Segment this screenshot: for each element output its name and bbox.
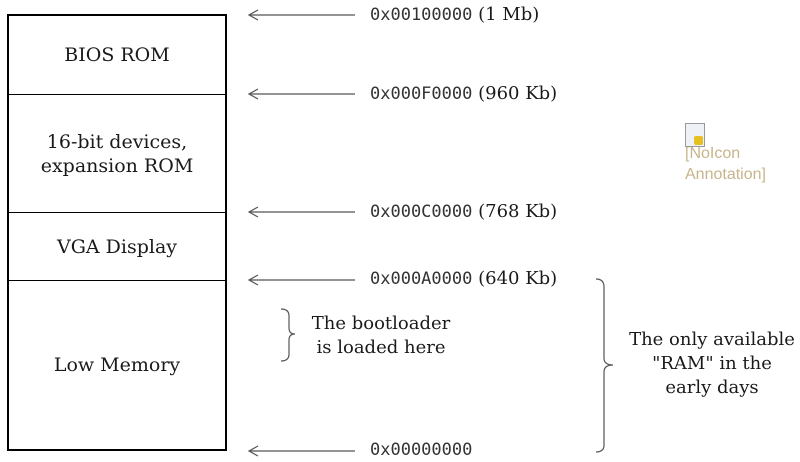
ram-brace [595,278,614,453]
region-label: Low Memory [53,354,181,376]
region-bios-rom: BIOS ROM [9,16,225,95]
broken-image: [NoIcon Annotation] [685,123,795,185]
address-label: 0x000A0000 (640 Kb) [370,267,557,291]
address-hex: 0x000A0000 [370,269,473,289]
address-size: (640 Kb) [478,268,558,289]
address-arrow [247,274,355,286]
ram-note: The only available "RAM" in the early da… [629,329,795,398]
address-label: 0x00000000 [370,438,472,462]
region-label: VGA Display [56,235,178,258]
region-label: BIOS ROM [64,44,170,66]
address-size: (768 Kb) [478,201,558,222]
bootloader-note: The bootloader is loaded here [311,313,451,358]
address-size: (1 Mb) [478,4,540,25]
address-hex: 0x000F0000 [370,84,473,104]
address-hex: 0x00000000 [370,440,473,460]
address-arrow [247,206,355,218]
region-16bit-devices: 16-bit devices, expansion ROM [9,95,225,213]
memory-map-box: BIOS ROM 16-bit devices, expansion ROM V… [7,14,227,451]
address-arrow [247,445,355,457]
address-label: 0x000F0000 (960 Kb) [370,82,557,106]
address-size: (960 Kb) [478,83,558,104]
bootloader-brace [280,308,296,362]
address-label: 0x000C0000 (768 Kb) [370,200,557,224]
broken-image-alt-text: [NoIcon Annotation] [685,145,766,183]
address-arrow [247,9,355,21]
broken-image-icon [685,123,705,147]
region-low-memory: Low Memory [9,281,225,449]
region-label: 16-bit devices, expansion ROM [40,130,194,177]
address-arrow [247,88,355,100]
region-vga-display: VGA Display [9,213,225,281]
address-hex: 0x00100000 [370,5,473,25]
address-label: 0x00100000 (1 Mb) [370,3,539,27]
address-hex: 0x000C0000 [370,202,473,222]
